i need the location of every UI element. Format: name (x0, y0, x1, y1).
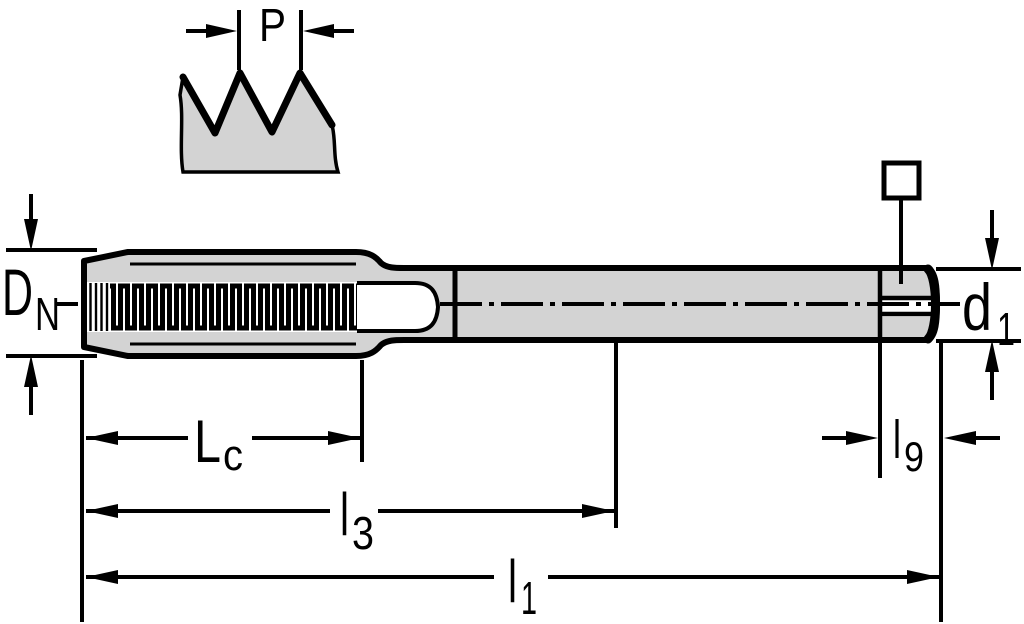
dn-label-sub: N (35, 288, 60, 340)
dimension-nominal-diameter: D N (2, 194, 97, 415)
l1-arrowhead-right (907, 570, 939, 584)
l9-arrowhead-left (846, 431, 878, 445)
pitch-arrowhead-right (303, 24, 334, 38)
lc-label-sub: c (223, 431, 243, 480)
pitch-arrowhead-left (206, 24, 237, 38)
dimension-overall-length: l 1 (86, 548, 939, 624)
dn-arrowhead-bottom (24, 355, 38, 387)
l3-label-sub: 3 (352, 507, 374, 559)
thread-profile-zigzag (179, 69, 336, 137)
square-drive-icon (881, 160, 922, 201)
dn-arrowhead-top (24, 219, 38, 251)
l1-label-main: l (508, 548, 517, 615)
flute-runout-fill (357, 283, 438, 331)
l3-arrowhead-right (582, 504, 614, 518)
d1-label-sub: 1 (997, 303, 1015, 355)
d1-arrowhead-bottom (985, 340, 999, 372)
lc-arrowhead-right (328, 431, 360, 445)
d1-arrowhead-top (985, 238, 999, 270)
thread-lead-marks (88, 283, 110, 331)
l1-label-sub: 1 (521, 572, 537, 624)
square-drive-callout (881, 160, 922, 284)
dimension-shank-diameter: d 1 (936, 210, 1021, 400)
thread-pitch-detail: P (178, 0, 354, 174)
l1-arrowhead-left (86, 570, 118, 584)
pitch-label: P (259, 0, 286, 51)
d1-label-main: d (962, 270, 992, 344)
l3-label-main: l (340, 481, 349, 548)
dimension-square-length: l 9 (822, 410, 1000, 480)
lc-arrowhead-left (86, 431, 118, 445)
flute-runout-outline (357, 281, 441, 333)
lc-label-main: L (194, 408, 221, 475)
dn-label-main: D (2, 255, 33, 329)
thread-marks (110, 282, 358, 332)
dimension-thread-length: L c (86, 408, 360, 480)
l9-label-main: l (893, 410, 901, 470)
thread-profile-fill (179, 73, 338, 172)
dimension-neck-length: l 3 (86, 481, 614, 559)
l3-arrowhead-left (86, 504, 118, 518)
thread-profile-break-edges (178, 76, 341, 174)
l9-label-sub: 9 (904, 433, 924, 480)
l9-arrowhead-right (944, 431, 976, 445)
